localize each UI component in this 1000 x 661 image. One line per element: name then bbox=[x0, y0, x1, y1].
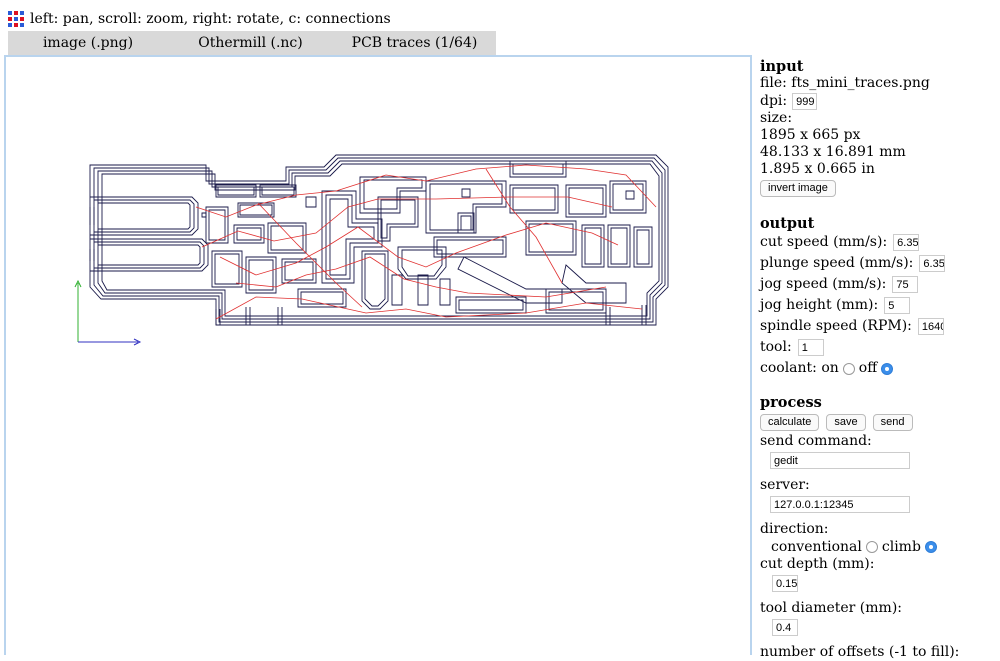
jog-height-label: jog height (mm): bbox=[760, 297, 879, 313]
dpi-label: dpi: bbox=[760, 93, 788, 109]
output-heading: output bbox=[760, 215, 815, 232]
cut-depth-input[interactable]: 0.15 bbox=[772, 575, 798, 592]
jog-speed-label: jog speed (mm/s): bbox=[760, 276, 887, 292]
instructions-text: left: pan, scroll: zoom, right: rotate, … bbox=[30, 11, 391, 27]
dpi-input[interactable]: 999 bbox=[792, 93, 818, 110]
toolpath-viewport[interactable] bbox=[4, 55, 752, 655]
conventional-radio[interactable] bbox=[865, 541, 878, 553]
toolpath-drawing bbox=[74, 154, 669, 346]
invert-image-button[interactable]: invert image bbox=[760, 180, 836, 197]
file-name: file: fts_mini_traces.png bbox=[760, 75, 930, 91]
plunge-speed-input[interactable]: 6.35 bbox=[919, 255, 946, 272]
module-tabs: image (.png) Othermill (.nc) PCB traces … bbox=[8, 31, 496, 55]
tool-diameter-label: tool diameter (mm): bbox=[760, 600, 903, 616]
conventional-label: conventional bbox=[771, 538, 862, 555]
tab-pcb-traces[interactable]: PCB traces (1/64) bbox=[351, 35, 478, 51]
settings-panel: input file: fts_mini_traces.png dpi: 999… bbox=[760, 58, 1000, 661]
jog-height-input[interactable]: 5 bbox=[884, 297, 911, 314]
rapid-connections bbox=[195, 164, 657, 320]
send-command-label: send command: bbox=[760, 433, 872, 449]
direction-label: direction: bbox=[760, 521, 829, 537]
spindle-speed-label: spindle speed (RPM): bbox=[760, 318, 912, 334]
coolant-on-radio[interactable] bbox=[842, 362, 855, 375]
size-mm: 48.133 x 16.891 mm bbox=[760, 144, 906, 160]
size-px: 1895 x 665 px bbox=[760, 127, 861, 143]
plunge-speed-label: plunge speed (mm/s): bbox=[760, 255, 914, 271]
jog-speed-input[interactable]: 75 bbox=[892, 276, 919, 293]
send-button[interactable]: send bbox=[872, 414, 913, 431]
calculate-button[interactable]: calculate bbox=[760, 414, 820, 431]
cut-speed-label: cut speed (mm/s): bbox=[760, 234, 888, 250]
spindle-speed-input[interactable]: 1640 bbox=[917, 318, 944, 335]
size-in: 1.895 x 0.665 in bbox=[760, 161, 875, 177]
cut-depth-label: cut depth (mm): bbox=[760, 556, 875, 572]
coolant-label: coolant: on bbox=[760, 360, 839, 376]
size-label: size: bbox=[760, 110, 793, 126]
send-command-input[interactable]: gedit bbox=[770, 452, 910, 469]
save-button[interactable]: save bbox=[826, 414, 866, 431]
offsets-label: number of offsets (-1 to fill): bbox=[760, 644, 960, 660]
process-heading: process bbox=[760, 394, 822, 411]
climb-label: climb bbox=[881, 538, 921, 555]
tool-input[interactable]: 1 bbox=[797, 339, 824, 356]
cut-speed-input[interactable]: 6.35 bbox=[893, 234, 920, 251]
tool-diameter-input[interactable]: 0.4 bbox=[772, 619, 798, 636]
toolpath-traces bbox=[89, 154, 669, 326]
coolant-off-label: off bbox=[858, 360, 878, 376]
input-heading: input bbox=[760, 58, 804, 75]
climb-radio[interactable] bbox=[924, 541, 937, 553]
tool-label: tool: bbox=[760, 339, 792, 355]
tab-image-png[interactable]: image (.png) bbox=[42, 35, 134, 51]
server-label: server: bbox=[760, 477, 810, 493]
app-logo-icon bbox=[8, 11, 24, 27]
instructions-bar: left: pan, scroll: zoom, right: rotate, … bbox=[8, 8, 391, 30]
x-axis-arrow bbox=[133, 338, 142, 346]
coolant-off-radio[interactable] bbox=[881, 362, 894, 375]
tab-othermill-nc[interactable]: Othermill (.nc) bbox=[198, 35, 303, 51]
y-axis-arrow bbox=[74, 279, 82, 288]
server-input[interactable]: 127.0.0.1:12345 bbox=[770, 496, 910, 513]
